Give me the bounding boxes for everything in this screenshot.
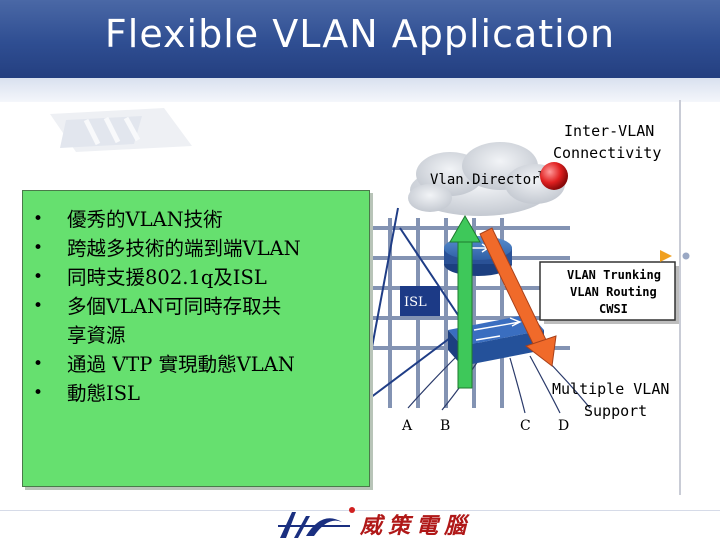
isl-label: ISL — [404, 295, 427, 310]
bullet-text: 通過 VTP 實現動態VLAN — [67, 353, 295, 376]
station-c-label: C — [520, 418, 531, 434]
header-gradient-strip — [0, 78, 720, 102]
faded-logo-graphic — [50, 108, 192, 152]
green-arrow — [449, 214, 481, 389]
bullet-item: • 同時支援802.1q及ISL — [23, 263, 361, 292]
multiple-vlan-line-1: Multiple VLAN — [552, 380, 669, 398]
bullet-item: • 多個VLAN可同時存取共 享資源 — [23, 292, 361, 350]
station-a-label: A — [401, 418, 413, 434]
multiple-vlan-line-2: Support — [584, 402, 647, 420]
right-vertical-rule — [679, 100, 681, 495]
vlan-trunking-label: VLAN Trunking VLAN Routing CWSI — [567, 268, 668, 316]
bullet-text: 同時支援802.1q及ISL — [67, 266, 267, 289]
footer-brand-text: 威策電腦 — [360, 513, 473, 539]
inter-vlan-label: Inter-VLAN Connectivity — [553, 122, 663, 162]
bullet-item: • 通過 VTP 實現動態VLAN — [23, 350, 361, 379]
bullet-item: • 跨越多技術的端到端VLAN — [23, 234, 361, 263]
bullet-dot-icon: • — [33, 238, 44, 258]
bullet-item: • 動態ISL — [23, 379, 361, 408]
trunking-line-1: VLAN Trunking — [567, 268, 661, 282]
trunking-line-2: VLAN Routing — [570, 285, 657, 299]
network-diagram: Vlan.Director TM Inter-VLAN Connectivity… — [370, 122, 679, 434]
bullet-list: • 優秀的VLAN技術 • 跨越多技術的端到端VLAN • 同時支援802.1q… — [23, 191, 369, 408]
bullet-text: 優秀的VLAN技術 — [67, 208, 223, 231]
vlan-trunking-box: VLAN Trunking VLAN Routing CWSI — [539, 261, 679, 324]
bullet-dot-icon: • — [33, 267, 44, 287]
title-bar: Flexible VLAN Application — [0, 0, 720, 78]
station-b-label: B — [440, 418, 450, 434]
bullet-panel: • 優秀的VLAN技術 • 跨越多技術的端到端VLAN • 同時支援802.1q… — [22, 190, 370, 487]
vlan-director-label: Vlan.Director — [430, 172, 540, 188]
small-triangle-icon — [660, 250, 672, 262]
globe-icon — [540, 162, 568, 190]
bullet-text-line-2: 享資源 — [67, 324, 126, 347]
orange-arrow — [479, 227, 557, 367]
bullet-text: 動態ISL — [67, 382, 141, 405]
company-logo-icon — [278, 507, 355, 538]
bullet-item: • 優秀的VLAN技術 — [23, 205, 361, 234]
slide-title: Flexible VLAN Application — [104, 12, 616, 56]
bullet-dot-icon: • — [33, 383, 44, 403]
small-gray-dot-icon — [682, 252, 690, 260]
bullet-dot-icon: • — [33, 354, 44, 374]
bullet-dot-icon: • — [33, 296, 44, 316]
isl-box: ISL — [400, 286, 440, 316]
bullet-dot-icon: • — [33, 209, 44, 229]
multiple-vlan-label: Multiple VLAN Support — [552, 380, 678, 420]
inter-vlan-line-1: Inter-VLAN — [564, 122, 654, 140]
trunking-line-3: CWSI — [599, 302, 628, 316]
bullet-text: 跨越多技術的端到端VLAN — [67, 237, 301, 260]
footer-divider — [0, 510, 720, 511]
station-d-label: D — [558, 418, 569, 434]
bullet-text-line-1: 多個VLAN可同時存取共 — [67, 295, 282, 318]
inter-vlan-line-2: Connectivity — [553, 144, 661, 162]
